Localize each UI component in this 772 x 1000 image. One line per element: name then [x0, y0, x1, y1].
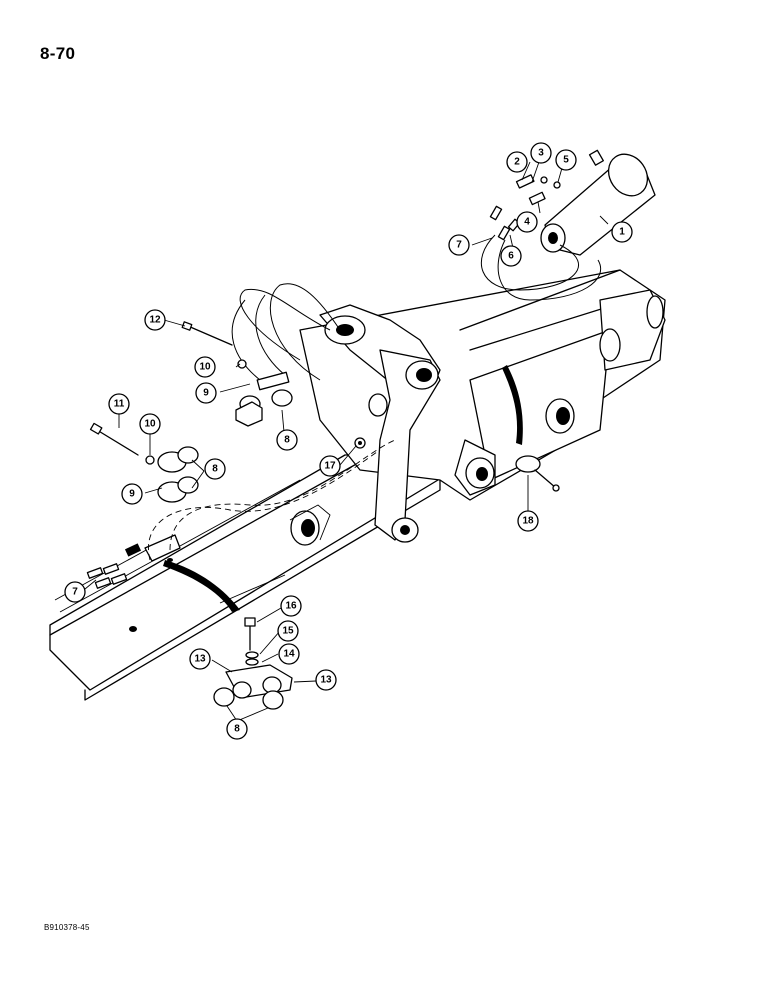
svg-text:7: 7	[72, 587, 78, 598]
svg-text:11: 11	[114, 399, 125, 410]
callout-12: 12	[144, 309, 166, 331]
callout-1: 1	[611, 221, 633, 243]
callout-18: 18	[517, 510, 539, 532]
svg-text:10: 10	[144, 419, 156, 430]
strap	[515, 455, 560, 492]
svg-text:12: 12	[149, 315, 161, 326]
svg-text:15: 15	[282, 626, 294, 637]
svg-text:8: 8	[212, 464, 218, 475]
page-number: 8-70	[40, 44, 76, 63]
svg-text:9: 9	[129, 489, 135, 500]
callout-13-left: 13	[189, 648, 211, 670]
fasteners	[86, 321, 366, 666]
fittings	[489, 174, 561, 241]
callout-15: 15	[277, 620, 299, 642]
detail-arrows	[163, 365, 523, 612]
cylinder	[540, 149, 656, 256]
svg-text:7: 7	[456, 240, 462, 251]
callout-16: 16	[280, 595, 302, 617]
callout-17: 17	[319, 455, 341, 477]
callout-7-upper: 7	[448, 234, 470, 256]
callout-4: 4	[516, 211, 538, 233]
callout-2: 2	[506, 151, 528, 173]
callout-7-lower: 7	[64, 581, 86, 603]
svg-text:8: 8	[284, 435, 290, 446]
svg-text:16: 16	[285, 601, 297, 612]
callout-8-middle: 8	[204, 458, 226, 480]
callout-8-upper: 8	[276, 429, 298, 451]
hoses	[148, 234, 602, 561]
clamp-middle	[157, 446, 199, 503]
svg-text:2: 2	[514, 157, 520, 168]
svg-text:14: 14	[283, 649, 295, 660]
callout-5: 5	[555, 149, 577, 171]
svg-text:13: 13	[320, 675, 332, 686]
svg-text:10: 10	[199, 362, 211, 373]
callout-6: 6	[500, 245, 522, 267]
clamp-upper	[235, 371, 293, 427]
callout-3: 3	[530, 142, 552, 164]
svg-text:6: 6	[508, 251, 514, 262]
svg-text:5: 5	[563, 155, 569, 166]
callout-10-lower: 10	[139, 413, 161, 435]
svg-text:18: 18	[522, 516, 534, 527]
figure-code: B910378-45	[44, 923, 90, 932]
callout-9-upper: 9	[195, 382, 217, 404]
svg-text:17: 17	[324, 461, 336, 472]
svg-text:1: 1	[619, 227, 625, 238]
callout-13-right: 13	[315, 669, 337, 691]
callout-8-lower: 8	[226, 718, 248, 740]
svg-text:3: 3	[538, 148, 544, 159]
svg-text:13: 13	[194, 654, 206, 665]
callout-10-upper: 10	[194, 356, 216, 378]
callout-9-lower: 9	[121, 483, 143, 505]
clamp-lower	[213, 664, 293, 710]
svg-text:9: 9	[203, 388, 209, 399]
callout-14: 14	[278, 643, 300, 665]
svg-text:8: 8	[234, 724, 240, 735]
leader-lines	[84, 161, 609, 722]
linkage	[319, 304, 496, 543]
svg-text:4: 4	[524, 217, 530, 228]
callout-11: 11	[108, 393, 130, 415]
